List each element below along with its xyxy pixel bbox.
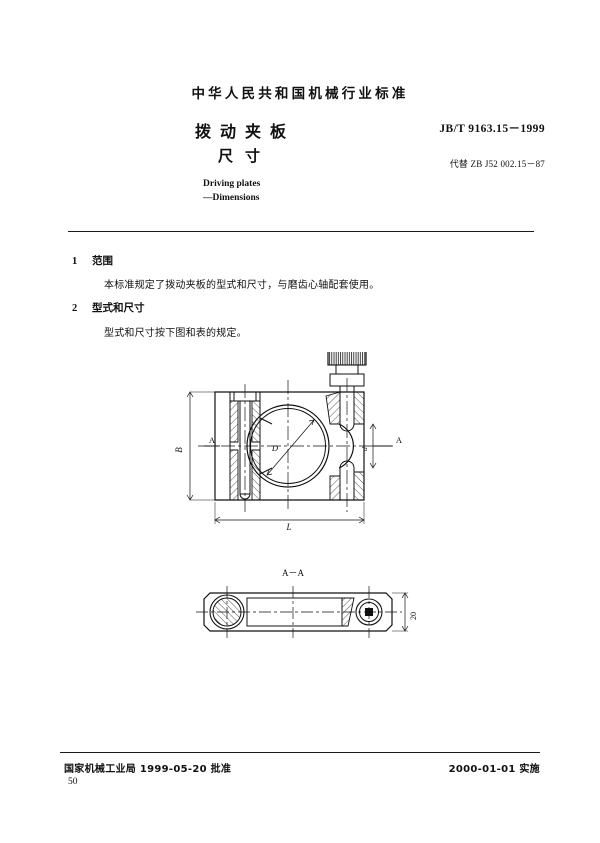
section-1-title: 范围 bbox=[92, 255, 113, 267]
figure-section-view: A－A bbox=[190, 562, 425, 662]
footer-effective-text: 2000-01-01 实施 bbox=[448, 764, 540, 775]
section-view-title: A－A bbox=[282, 568, 304, 578]
section-2-number: 2 bbox=[72, 303, 78, 314]
section-view-svg: A－A bbox=[196, 568, 418, 638]
section-2-title: 型式和尺寸 bbox=[92, 302, 145, 314]
section-marker-left-A: A bbox=[209, 435, 216, 445]
figure-main-assembly-view: B L D d A A bbox=[168, 349, 418, 542]
footer-approval-text: 国家机械工业局 1999-05-20 批准 bbox=[64, 764, 232, 775]
section-1-heading: 1 范围 bbox=[72, 253, 113, 268]
english-title-line1: Driving plates bbox=[203, 179, 261, 189]
standard-replaces: 代替 ZB J52 002.15－87 bbox=[449, 159, 545, 169]
section-2-heading: 2 型式和尺寸 bbox=[72, 300, 145, 315]
footer-divider bbox=[60, 752, 540, 753]
english-title-line2: —Dimensions bbox=[203, 193, 260, 203]
dimension-label-d: d bbox=[360, 447, 369, 451]
page-subtitle: 尺寸 bbox=[217, 147, 272, 165]
section-2-paragraph: 型式和尺寸按下图和表的规定。 bbox=[104, 328, 247, 339]
main-assembly-svg: B L D d A A bbox=[174, 349, 403, 532]
dimension-label-L: L bbox=[285, 522, 291, 532]
page-title: 拨动夹板 bbox=[194, 122, 295, 141]
section-1-number: 1 bbox=[72, 256, 78, 267]
dimension-label-B: B bbox=[174, 447, 184, 453]
header-divider bbox=[68, 231, 534, 232]
dimension-label-D: D bbox=[271, 443, 279, 453]
english-title: Driving plates —Dimensions bbox=[203, 177, 260, 205]
section-1-paragraph: 本标准规定了拨动夹板的型式和尺寸，与磨齿心轴配套使用。 bbox=[104, 280, 380, 291]
page-number: 50 bbox=[68, 777, 78, 787]
dimension-label-20: 20 bbox=[409, 612, 418, 620]
standard-number: JB/T 9163.15－1999 bbox=[439, 123, 545, 135]
standard-organization-line: 中华人民共和国机械行业标准 bbox=[191, 86, 409, 102]
section-marker-right-A: A bbox=[396, 435, 403, 445]
